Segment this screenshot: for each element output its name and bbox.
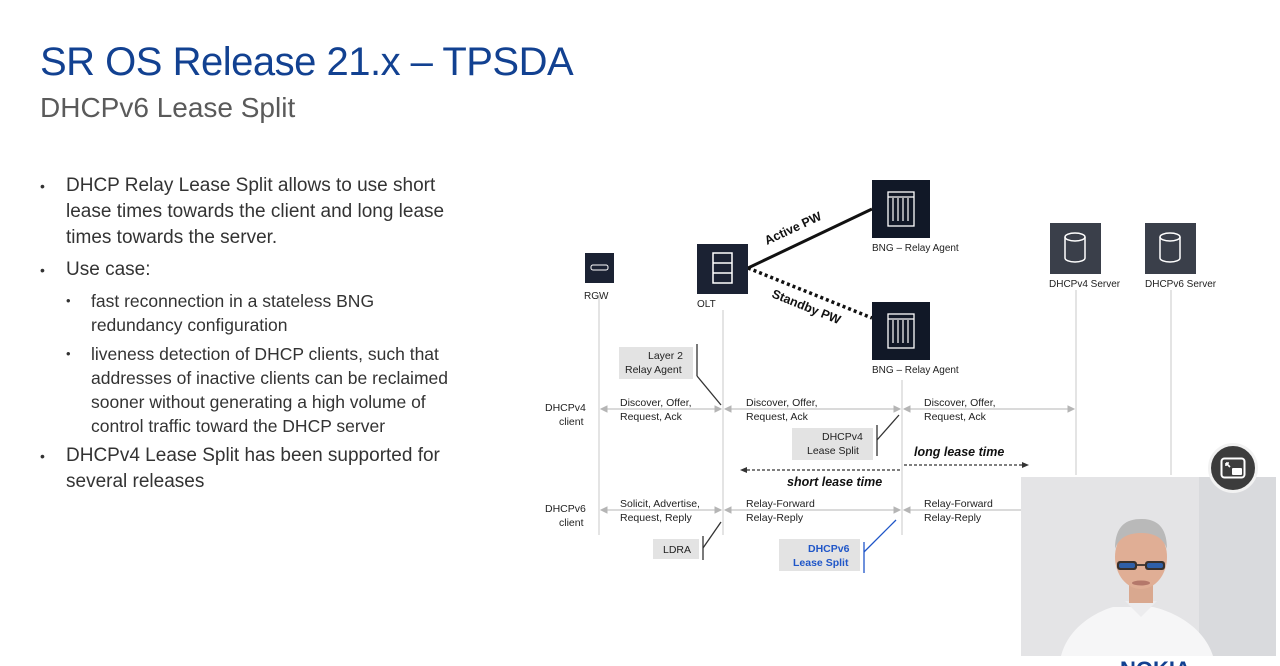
v4split-label-l2: Lease Split [807, 445, 859, 457]
short-lease-timer: short lease time [740, 467, 900, 489]
short-lease-label: short lease time [787, 475, 882, 489]
active-pw-line [747, 207, 873, 270]
standby-pw-line [747, 266, 873, 320]
dhcpv6-server-label: DHCPv6 Server [1145, 279, 1217, 290]
v6-msg-1b: Request, Reply [620, 512, 693, 524]
webcam-video-overlay [1021, 477, 1276, 656]
dhcpv4-client-l2: client [559, 416, 584, 428]
network-diagram: Active PW Standby PW RGW OLT BNG – Relay [535, 170, 1275, 610]
dhcpv4-server-label: DHCPv4 Server [1049, 279, 1121, 290]
v4split-label-l1: DHCPv4 [822, 431, 863, 443]
layer2-label-l2: Relay Agent [625, 364, 682, 376]
v4-msg-3b: Request, Ack [924, 411, 987, 423]
standby-pw-label: Standby PW [770, 287, 843, 327]
sub-bullet-item: liveness detection of DHCP clients, such… [40, 342, 470, 438]
dhcpv4-lease-split-callout: DHCPv4 Lease Split [792, 414, 900, 460]
olt-node: OLT [697, 244, 748, 310]
diagram-canvas: Active PW Standby PW RGW OLT BNG – Relay [545, 180, 1217, 573]
long-lease-timer: long lease time [904, 445, 1029, 468]
bullet-item: DHCP Relay Lease Split allows to use sho… [40, 173, 470, 251]
v6-msg-3b: Relay-Reply [924, 512, 982, 524]
olt-label: OLT [697, 299, 716, 310]
pip-toggle-button[interactable] [1208, 443, 1258, 493]
v4-msg-2a: Discover, Offer, [746, 397, 818, 409]
slide-subtitle: DHCPv6 Lease Split [40, 92, 296, 123]
v4-msg-1b: Request, Ack [620, 411, 683, 423]
dhcpv4-client-row: DHCPv4 client Discover, Offer, Request, … [545, 397, 1076, 428]
bullet-item: DHCPv4 Lease Split has been supported fo… [40, 443, 470, 495]
ldra-label: LDRA [663, 544, 691, 556]
dhcpv6-client-l2: client [559, 517, 584, 529]
long-lease-label: long lease time [914, 445, 1004, 459]
ldra-callout: LDRA [653, 521, 722, 560]
presenter-video [1021, 477, 1276, 656]
lifelines [598, 290, 1172, 535]
layer2-label-l1: Layer 2 [648, 350, 683, 362]
dhcpv6-lease-split-callout: DHCPv6 Lease Split [779, 519, 897, 573]
v4-msg-1a: Discover, Offer, [620, 397, 692, 409]
v6-msg-2a: Relay-Forward [746, 498, 815, 510]
v4-msg-3a: Discover, Offer, [924, 397, 996, 409]
dhcpv4-server-node: DHCPv4 Server [1049, 223, 1121, 290]
v6-msg-1a: Solicit, Advertise, [620, 498, 700, 510]
bullet-item: Use case: [40, 257, 470, 283]
bullet-list: DHCP Relay Lease Split allows to use sho… [40, 173, 470, 501]
dhcpv4-client-l1: DHCPv4 [545, 402, 586, 414]
dhcpv6-client-l1: DHCPv6 [545, 503, 586, 515]
dhcpv6-client-row: DHCPv6 client Solicit, Advertise, Reques… [545, 498, 1021, 529]
rgw-label: RGW [584, 291, 609, 302]
nokia-logo: NOKIA [1120, 659, 1191, 666]
bng-active-label: BNG – Relay Agent [872, 243, 959, 254]
v6split-label-l1: DHCPv6 [808, 543, 850, 555]
pip-icon [1220, 457, 1246, 479]
bng-standby-node: BNG – Relay Agent [872, 302, 959, 376]
v6-msg-3a: Relay-Forward [924, 498, 993, 510]
v6split-label-l2: Lease Split [793, 557, 849, 569]
sub-bullet-item: fast reconnection in a stateless BNG red… [40, 289, 470, 337]
layer2-relay-callout: Layer 2 Relay Agent [619, 344, 722, 406]
active-pw-label: Active PW [762, 209, 823, 248]
rgw-node: RGW [584, 253, 614, 302]
bng-standby-label: BNG – Relay Agent [872, 365, 959, 376]
v4-msg-2b: Request, Ack [746, 411, 809, 423]
dhcpv6-server-node: DHCPv6 Server [1145, 223, 1217, 290]
slide-title: SR OS Release 21.x – TPSDA [40, 40, 574, 84]
v6-msg-2b: Relay-Reply [746, 512, 804, 524]
bng-active-node: BNG – Relay Agent [872, 180, 959, 254]
